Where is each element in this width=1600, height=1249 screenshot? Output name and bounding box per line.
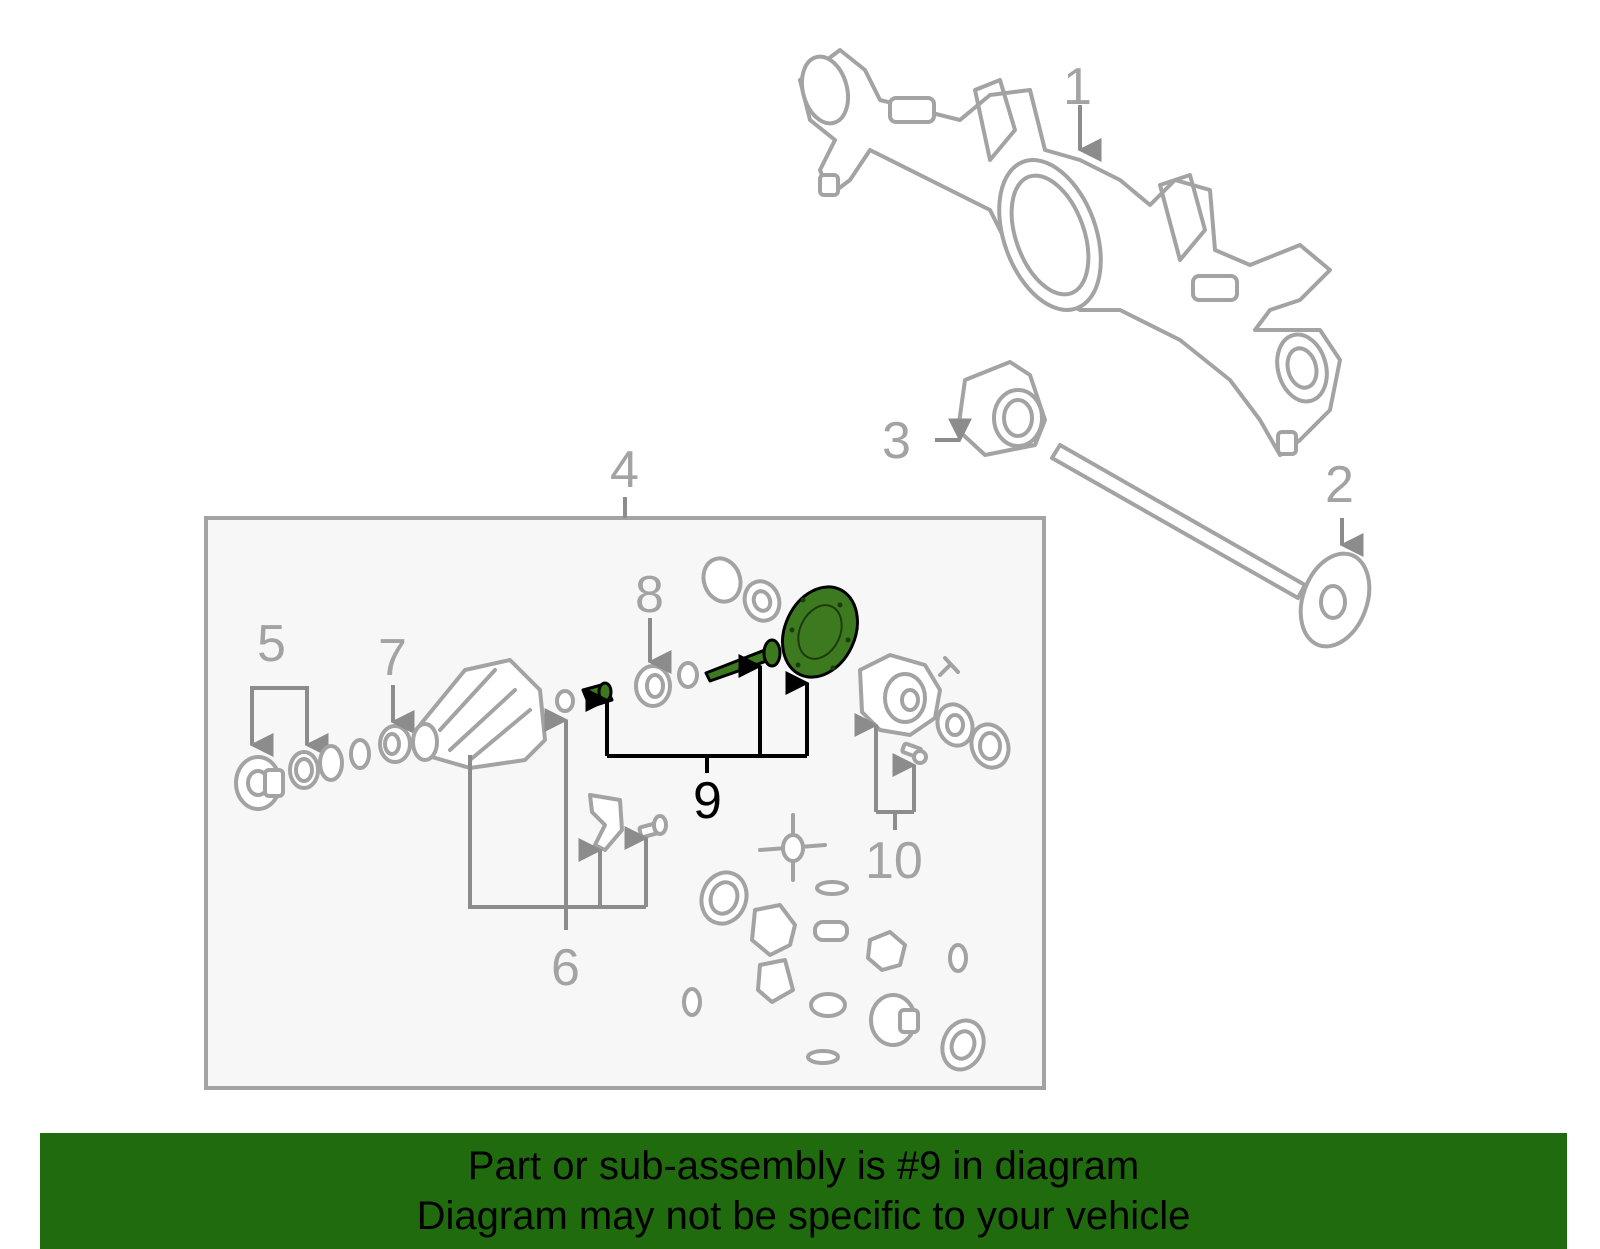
banner-line-2: Diagram may not be specific to your vehi… [416,1194,1191,1238]
callout-1[interactable]: 1 [1063,58,1092,116]
callout-10[interactable]: 10 [865,832,923,890]
slinger[interactable] [349,738,371,770]
cross-hub[interactable] [781,833,805,863]
side-gear-b[interactable] [869,993,920,1047]
pinion-washer-c[interactable] [806,1049,840,1065]
pinion-gear-a[interactable] [866,930,907,972]
case-bearing[interactable] [932,699,978,750]
collapsible-spacer[interactable] [555,689,575,713]
leader-5 [250,686,309,705]
callout-4[interactable]: 4 [610,441,639,499]
pinion-washer-a[interactable] [815,880,849,896]
axle-housing[interactable] [795,48,1342,457]
pinion-gear-spacer[interactable] [813,920,849,942]
callout-6[interactable]: 6 [551,939,580,997]
side-gear-thrust-washer[interactable] [694,866,753,930]
callout-9[interactable]: 9 [693,772,722,830]
lock-plate[interactable] [938,656,960,677]
leader-6-base [468,755,646,909]
callout-3[interactable]: 3 [882,412,911,470]
front-bearing[interactable] [378,724,412,764]
side-bearing[interactable] [739,576,785,625]
differential-case[interactable] [858,653,942,737]
pinion-gear-b[interactable] [756,958,795,1004]
pinion-washer-b[interactable] [809,992,847,1018]
carrier-assembly-panel [204,516,1046,1090]
bearing-retainer[interactable] [956,360,1047,457]
banner-line-1: Part or sub-assembly is #9 in diagram [467,1144,1140,1188]
oil-seal[interactable] [318,744,344,782]
info-banner: Part or sub-assembly is #9 in diagram Di… [40,1133,1567,1249]
thrust-washer-b[interactable] [948,943,968,973]
side-gear-thrust-washer-b[interactable] [936,1015,991,1076]
case-bearing-cup[interactable] [966,719,1015,773]
side-bearing-cup[interactable] [698,553,747,607]
callout-5[interactable]: 5 [257,615,286,673]
axle-shaft[interactable] [1050,443,1381,656]
companion-flange[interactable] [234,750,320,811]
callout-8[interactable]: 8 [635,566,664,624]
callout-2[interactable]: 2 [1325,456,1354,514]
rear-bearing[interactable] [634,661,699,708]
banner-text: Part or sub-assembly is #9 in diagram Di… [40,1141,1567,1241]
callout-7[interactable]: 7 [378,629,407,687]
thrust-washer-c[interactable] [682,987,702,1017]
carrier-housing[interactable] [411,658,547,770]
side-gear-a[interactable] [750,903,797,957]
